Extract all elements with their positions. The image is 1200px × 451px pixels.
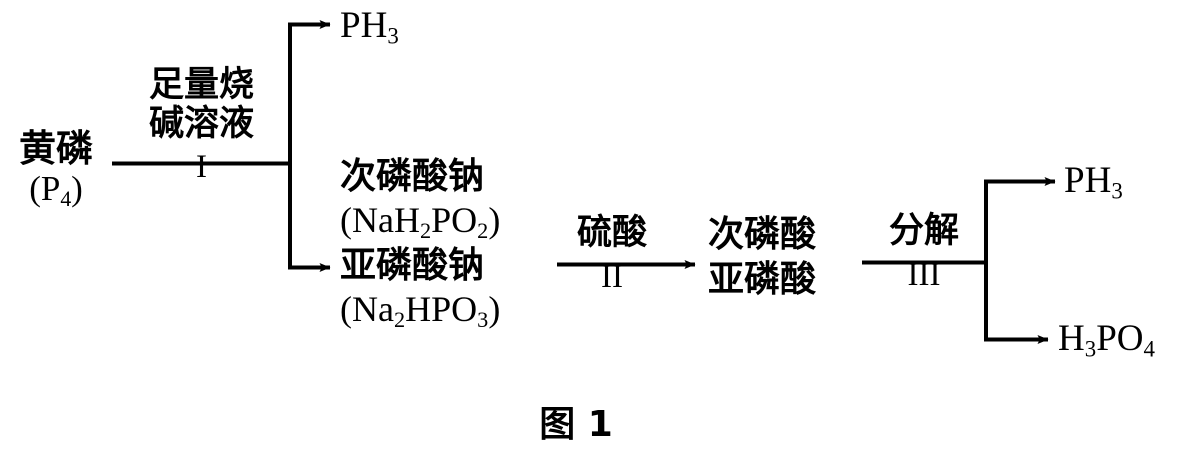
condition-step2-reagent: 硫酸 (576, 213, 647, 253)
node-sodium-phosphite-name: 亚磷酸钠 (340, 245, 485, 287)
node-sodium-hypophosphite-formula: (NaH2PO2) (340, 199, 501, 244)
condition-step2: 硫酸 II (557, 214, 667, 296)
condition-step1: 足量烧 碱溶液 I (112, 66, 291, 187)
node-phosphine-top: PH3 (340, 5, 399, 49)
node-phosphine-top-formula: PH3 (340, 5, 399, 49)
condition-step3-label: III (907, 256, 941, 293)
condition-step1-reagent-line2: 碱溶液 (148, 103, 254, 144)
node-phosphoric-acid: H3PO4 (1058, 318, 1155, 362)
condition-step3-reagent: 分解 (888, 211, 959, 251)
condition-step3: 分解 III (862, 212, 986, 294)
node-phosphine-right: PH3 (1064, 160, 1123, 204)
node-phosphine-right-formula: PH3 (1064, 160, 1123, 204)
node-yellow-phosphorus: 黄磷 (P4) (0, 128, 112, 212)
node-acids: 次磷酸 亚磷酸 (708, 213, 816, 302)
node-phosphoric-acid-formula: H3PO4 (1058, 318, 1155, 362)
branch-connector-step1 (288, 20, 331, 272)
node-sodium-phosphite-formula: (Na2HPO3) (340, 289, 501, 333)
node-phosphorous-acid: 亚磷酸 (708, 258, 817, 300)
condition-step2-label: II (601, 258, 623, 295)
node-yellow-phosphorus-name: 黄磷 (19, 127, 93, 170)
branch-connector-step3 (984, 177, 1056, 344)
node-yellow-phosphorus-formula: (P4) (29, 169, 83, 212)
node-sodium-hypophosphite-name: 次磷酸钠 (340, 156, 485, 197)
node-sodium-salts: 次磷酸钠 (NaH2PO2) 亚磷酸钠 (Na2HPO3) (340, 155, 500, 334)
node-hypophosphorous-acid: 次磷酸 (708, 214, 817, 255)
condition-step1-label: I (196, 149, 207, 185)
condition-step1-reagent-line1: 足量烧 (148, 65, 254, 105)
figure-caption: 图 1 (539, 404, 613, 445)
